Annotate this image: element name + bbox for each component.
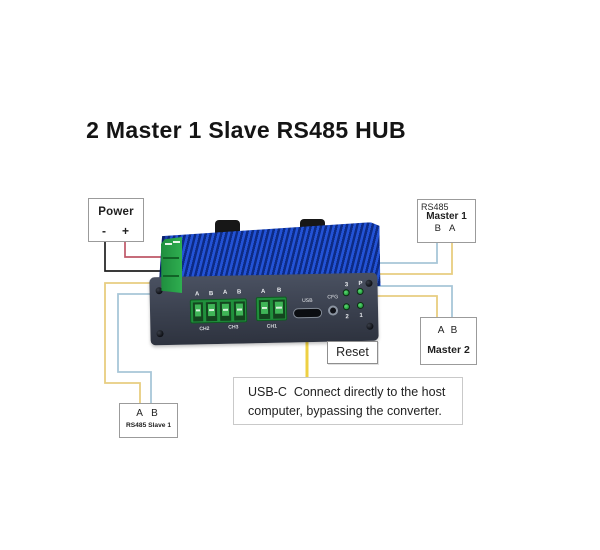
terminal-groove xyxy=(163,257,179,259)
wire-master1-a xyxy=(360,243,453,275)
channel-label: CH3 xyxy=(228,324,239,331)
panel-screw xyxy=(156,330,164,338)
led-label: 2 xyxy=(345,314,349,321)
usb-note-box: USB-C Connect directly to the host compu… xyxy=(233,377,463,425)
pin-label: B xyxy=(208,291,214,298)
wire-power-positive xyxy=(124,242,167,258)
reset-label-box: Reset xyxy=(327,341,378,364)
master1-pins: B A xyxy=(434,223,459,234)
terminal-pin xyxy=(272,299,285,319)
master1-subtitle: RS485 xyxy=(421,202,449,212)
din-clip-left xyxy=(215,220,240,234)
led-label: 1 xyxy=(359,312,363,320)
terminal-pin xyxy=(206,301,218,321)
slave1-pins: A B xyxy=(136,408,161,419)
wire-master2-a xyxy=(362,295,438,317)
power-plus: + xyxy=(122,224,130,238)
pin-label: B xyxy=(276,287,282,294)
power-minus: - xyxy=(102,224,106,238)
terminal-screw-slot xyxy=(165,243,172,245)
terminal-pin xyxy=(258,299,271,319)
terminal-screw-slot xyxy=(173,241,180,243)
wire-master2-b xyxy=(362,285,453,317)
cfg-button xyxy=(327,305,339,316)
pin-label: B xyxy=(236,289,242,296)
usb-c-port xyxy=(292,307,323,319)
usb-port-label: USB xyxy=(302,298,313,304)
usb-note-line1: USB-C Connect directly to the host xyxy=(248,385,446,399)
channel-label: CH2 xyxy=(199,326,210,332)
terminal-pin xyxy=(192,301,204,321)
usb-note-line2: computer, bypassing the converter. xyxy=(248,404,442,418)
led-indicator xyxy=(356,301,365,310)
device-front-panel: A B A B CH2 CH3 A B CH1 USB CFG 3 P xyxy=(149,272,379,346)
slave1-label-box: A B RS485 Slave 1 xyxy=(119,403,178,438)
page-title: 2 Master 1 Slave RS485 HUB xyxy=(86,117,406,143)
master1-label-box: RS485 Master 1 B A xyxy=(417,199,476,243)
led-indicator xyxy=(342,303,351,311)
wire-power-negative xyxy=(104,242,167,272)
led-label: 3 xyxy=(344,282,349,289)
channel-label: CH1 xyxy=(266,324,278,330)
terminal-block-ch2-ch3 xyxy=(189,298,248,324)
pin-label: A xyxy=(222,289,228,296)
led-indicator xyxy=(342,289,350,297)
master2-title: Master 2 xyxy=(427,344,470,356)
pin-label: A xyxy=(260,288,266,296)
cfg-button-label: CFG xyxy=(327,294,339,301)
power-polarity: - + xyxy=(89,224,143,240)
power-terminal xyxy=(161,237,182,293)
terminal-groove xyxy=(163,275,179,277)
pin-label: A xyxy=(194,291,200,298)
led-label: P xyxy=(358,280,363,288)
terminal-block-ch1 xyxy=(255,296,288,322)
terminal-pin xyxy=(219,301,231,321)
power-title: Power xyxy=(98,206,134,218)
panel-screw xyxy=(366,322,374,330)
slave1-title: RS485 Slave 1 xyxy=(125,422,172,429)
panel-screw xyxy=(365,279,373,287)
master2-pins: A B xyxy=(437,325,460,336)
reset-label: Reset xyxy=(336,345,369,359)
led-indicator xyxy=(356,287,364,296)
terminal-pin xyxy=(233,300,245,321)
wire-master1-b xyxy=(360,243,438,264)
master1-title: Master 1 xyxy=(426,211,467,222)
power-label-box: Power - + xyxy=(88,198,144,242)
master2-label-box: A B Master 2 xyxy=(420,317,477,365)
